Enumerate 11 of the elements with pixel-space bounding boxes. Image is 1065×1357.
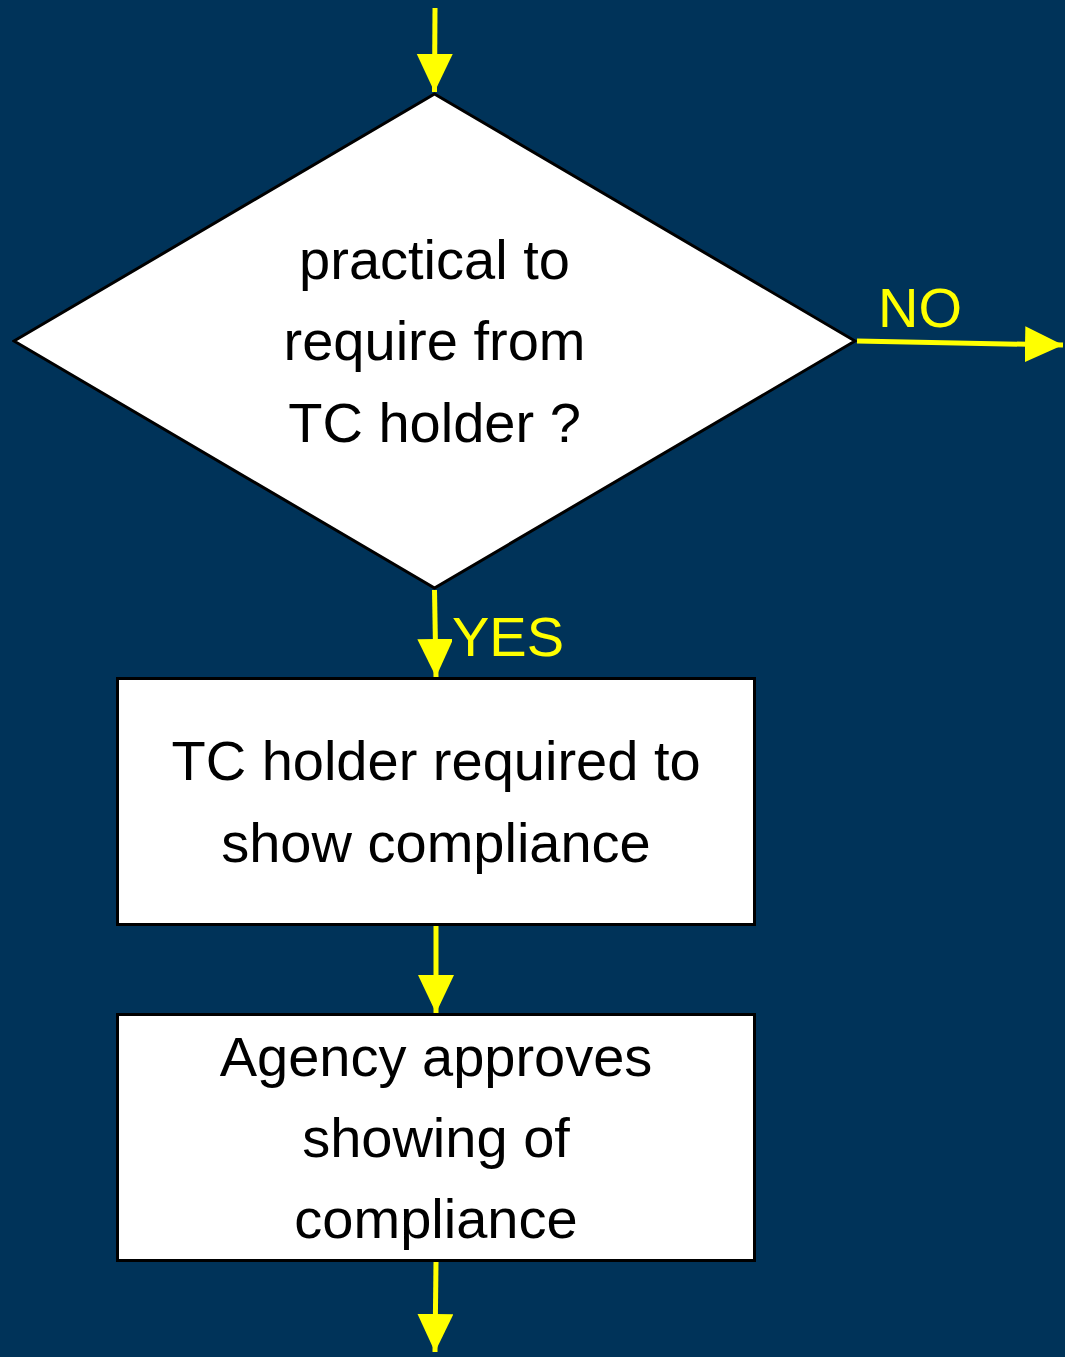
process-box [116,1013,756,1262]
node-text: Agency approves showing of compliance [218,1023,654,1253]
node-text: TC holder required to show compliance [170,728,702,876]
arrow [417,589,454,678]
node-text: practical to require from TC holder ? [282,227,587,456]
decision-diamond [12,92,857,590]
process-box [116,677,756,926]
arrow [416,8,453,92]
arrow [418,926,454,1013]
arrow [856,326,1064,363]
arrow [417,1261,454,1353]
